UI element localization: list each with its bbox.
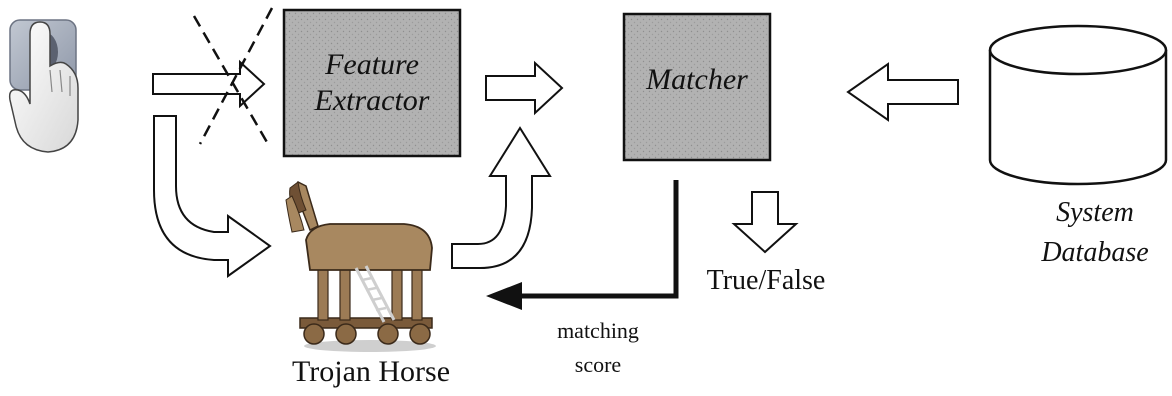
feature-extractor-label: Feature Extractor — [284, 10, 460, 156]
trojan-horse-label: Trojan Horse — [291, 355, 451, 388]
database-line2: Database — [1041, 236, 1149, 268]
trojan-to-matcher-arrow — [451, 126, 552, 269]
database-line1: System — [1056, 197, 1134, 228]
matcher-label: Matcher — [624, 14, 770, 146]
extractor-to-matcher-arrow — [485, 60, 564, 116]
score-word: score — [574, 352, 622, 378]
feature-extractor-block — [282, 8, 462, 158]
matching-score-arrow — [486, 180, 679, 310]
matcher-text: Matcher — [646, 63, 748, 96]
database-cylinder-icon — [988, 24, 1168, 186]
fingerprint-touch-icon — [8, 19, 79, 153]
bypass-curved-arrow — [153, 115, 272, 278]
matching-score-label: matching score — [538, 318, 658, 379]
decision-down-arrow — [731, 191, 799, 254]
matcher-block — [622, 12, 772, 162]
feature-extractor-line2: Extractor — [314, 84, 430, 117]
input-arrow — [152, 59, 266, 109]
true-false-label: True/False — [706, 265, 826, 296]
feature-extractor-line1: Feature — [325, 48, 419, 81]
matching-word: matching — [557, 318, 639, 343]
database-to-matcher-arrow — [846, 62, 959, 122]
blocked-cross-icon — [192, 7, 274, 145]
database-label: System Database — [1010, 196, 1172, 269]
trojan-horse-icon — [285, 180, 436, 352]
